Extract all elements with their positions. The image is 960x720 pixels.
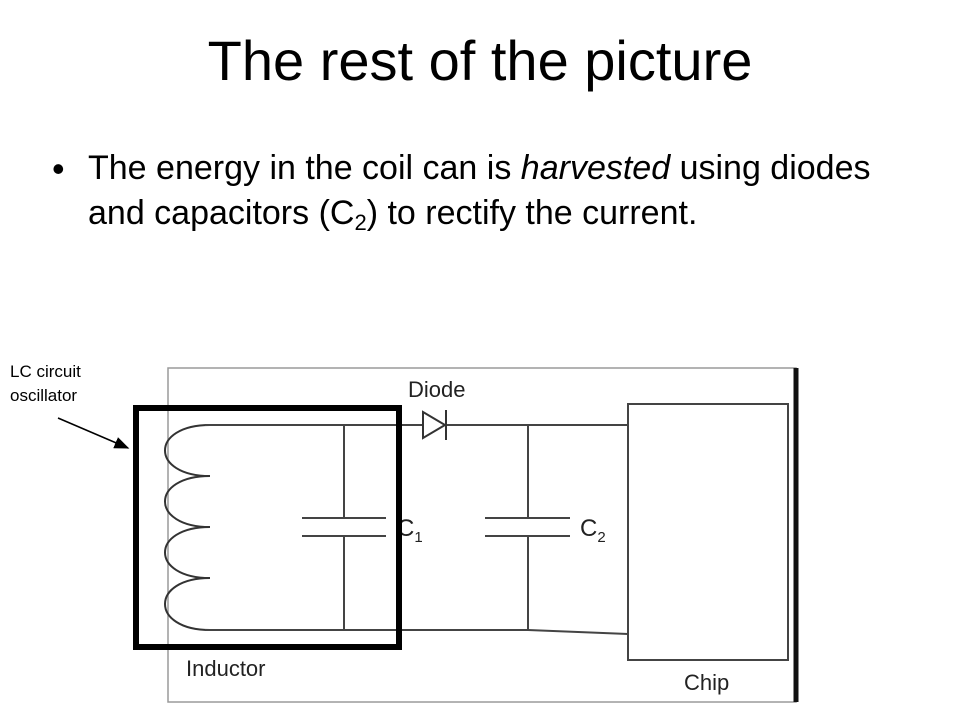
diode-symbol (422, 410, 447, 440)
bullet-text-end: ) to rectify the current. (366, 194, 698, 232)
lc-highlight-box (133, 405, 402, 650)
annotation-line-2: oscillator (10, 386, 78, 405)
chip-box (627, 403, 789, 661)
slide-title: The rest of the picture (207, 29, 753, 92)
bullet-text-subscript: 2 (354, 210, 367, 235)
bullet-text-start: The energy in the coil can is (88, 149, 521, 187)
bullet-text-italic: harvested (520, 149, 671, 187)
bullet-text: The energy in the coil can is harvested … (88, 146, 908, 236)
annotation-arrow (57, 417, 130, 449)
inductor-label: Inductor (186, 656, 266, 681)
inductor-coil (164, 424, 211, 631)
chip-label: Chip (684, 670, 729, 695)
bullet-text-middle: using diodes and capacitors (C (88, 149, 871, 232)
diode-label: Diode (408, 377, 465, 402)
annotation-line-1: LC circuit (10, 362, 81, 381)
bullet-symbol: • (52, 148, 65, 189)
bottom-wire-right (527, 629, 629, 635)
lc-circuit-annotation: LC circuit oscillator (10, 360, 81, 408)
c2-label: C2 (580, 515, 606, 546)
capacitor-c1 (302, 425, 386, 630)
capacitor-c2 (485, 425, 570, 630)
